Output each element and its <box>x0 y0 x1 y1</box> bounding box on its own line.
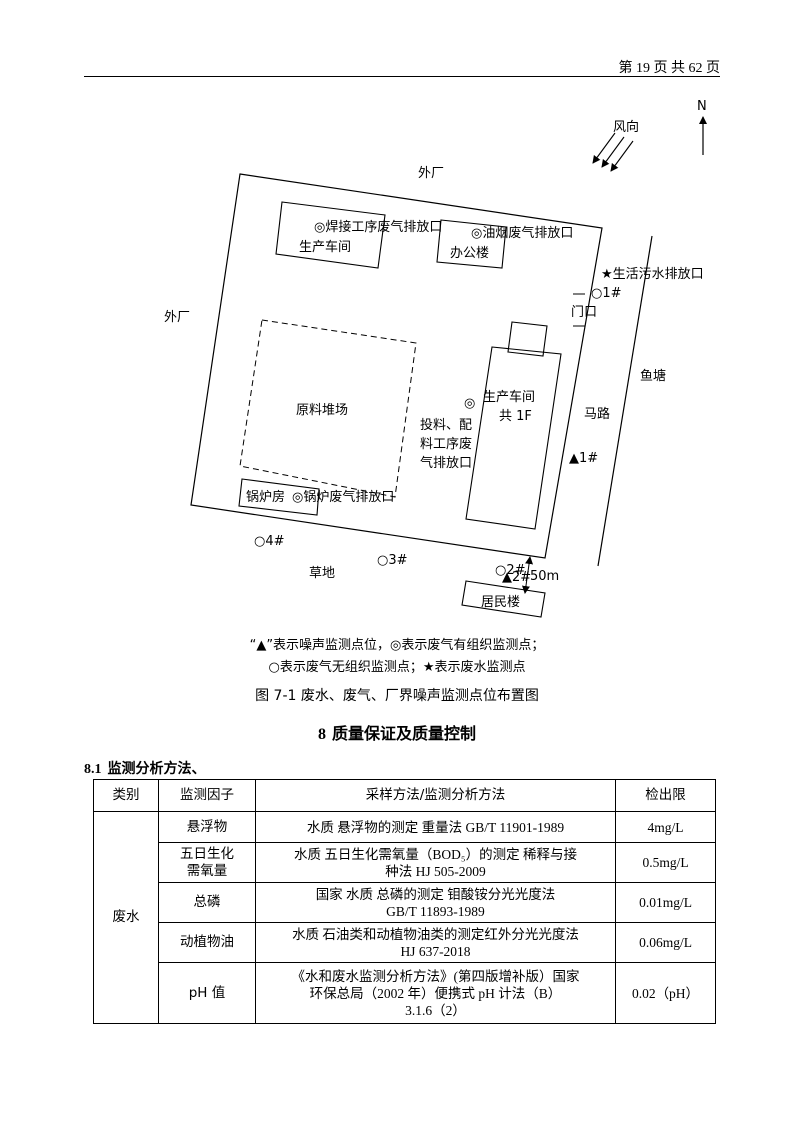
method-line: 种法 HJ 505-2009 <box>385 863 486 879</box>
method-line: 环保总局（2002 年）便携式 pH 计法（B） <box>309 985 562 1001</box>
noise-point-1: ▲1# <box>569 451 598 466</box>
gate-label: 门口 <box>571 305 597 320</box>
header-limit: 检出限 <box>615 779 716 812</box>
distance-label: 50m <box>530 569 559 584</box>
office-building <box>436 219 507 269</box>
table-row: 动植物油 水质 石油类和动植物油类的测定红外分光光度法 HJ 637-2018 … <box>94 922 716 963</box>
table-row: 废水 悬浮物 水质 悬浮物的测定 重量法 GB/T 11901-1989 4mg… <box>93 811 716 1024</box>
analysis-methods-table: 类别 监测因子 采样方法/监测分析方法 检出限 废水 悬浮物 水质 悬浮物的测定… <box>93 779 716 1024</box>
production-workshop-nw-label: 生产车间 <box>299 239 351 255</box>
figure-caption: 图 7-1 废水、废气、厂界噪声监测点位布置图 <box>255 688 539 704</box>
factor-text: 动植物油 <box>180 934 234 950</box>
monitor-point-4-circle: ○4# <box>254 534 285 549</box>
table-header-row: 类别 监测因子 采样方法/监测分析方法 检出限 <box>93 779 716 812</box>
method-line: HJ 637-2018 <box>400 943 471 959</box>
limit-cell: 0.02（pH） <box>615 962 716 1024</box>
feeding-outlet-line-2: 料工序废 <box>420 436 472 452</box>
north-arrow: N <box>697 99 707 155</box>
category-cell: 废水 <box>93 811 159 1024</box>
header-method: 采样方法/监测分析方法 <box>255 779 616 812</box>
section-title-text: 质量保证及质量控制 <box>331 724 476 743</box>
domestic-sewage-outlet-label: ★生活污水排放口 <box>601 267 704 282</box>
limit-cell: 0.06mg/L <box>615 922 716 963</box>
header-category: 类别 <box>93 779 159 812</box>
factor-text: pH 值 <box>188 984 226 1001</box>
monitor-point-1-circle: ○1# <box>591 286 622 301</box>
limit-cell: 4mg/L <box>615 811 716 843</box>
raw-material-yard-label: 原料堆场 <box>296 403 348 418</box>
header-factor: 监测因子 <box>158 779 256 812</box>
page-number-header: 第 19 页 共 62 页 <box>618 61 721 76</box>
limit-cell: 0.5mg/L <box>615 842 716 883</box>
north-label: N <box>697 99 707 114</box>
method-line: 国家 水质 总磷的测定 钼酸铵分光光度法 <box>315 886 556 902</box>
fish-pond-label: 鱼塘 <box>640 368 666 384</box>
method-line: 《水和废水监测分析方法》(第四版增补版）国家 <box>291 968 580 984</box>
outside-factory-top-label: 外厂 <box>418 166 444 181</box>
method-line: 水质 石油类和动植物油类的测定红外分光光度法 <box>292 926 579 942</box>
method-line: 3.1.6（2） <box>405 1002 466 1018</box>
subsection-title: 8.1 监测分析方法、 <box>84 758 206 778</box>
method-cell: 《水和废水监测分析方法》(第四版增补版）国家 环保总局（2002 年）便携式 p… <box>255 962 616 1024</box>
road-label: 马路 <box>584 406 610 422</box>
main-workshop-label: 生产车间 <box>483 389 535 405</box>
welding-outlet-label: ◎焊接工序废气排放口 <box>314 219 442 235</box>
factor-text: 五日生化 <box>180 845 234 862</box>
noise-point-2: ▲2# <box>502 570 531 585</box>
feeding-outlet-marker: ◎ <box>464 396 475 411</box>
method-line: 水质 五日生化需氧量（BOD₅）的测定 稀释与接 <box>294 846 577 862</box>
lampblack-outlet-label: ◎油烟废气排放口 <box>471 225 573 241</box>
grass-label: 草地 <box>309 566 335 581</box>
subsection-title-text: 监测分析方法、 <box>107 761 206 777</box>
residential-building <box>461 580 546 618</box>
residential-label: 居民楼 <box>481 595 520 610</box>
legend-line-2: ○表示废气无组织监测点；★表示废水监测点 <box>268 660 526 675</box>
boiler-outlet-label: ◎锅炉废气排放口 <box>292 489 394 505</box>
workshop-annex <box>507 321 548 357</box>
legend-line-1: “▲”表示噪声监测点位，◎表示废气有组织监测点； <box>249 638 545 653</box>
main-workshop-floors: 共 1F <box>499 409 532 424</box>
boiler-room-label: 锅炉房 <box>246 489 285 505</box>
raw-material-yard <box>239 319 417 498</box>
factor-cell: 动植物油 <box>158 922 256 963</box>
factor-cell: 悬浮物 <box>158 811 256 843</box>
method-cell: 国家 水质 总磷的测定 钼酸铵分光光度法 GB/T 11893-1989 <box>255 882 616 923</box>
factor-cell: 总磷 <box>158 882 256 923</box>
wind-arrows: 风向 <box>592 119 639 172</box>
feeding-outlet-line-3: 气排放口 <box>420 455 472 471</box>
main-production-workshop <box>465 346 562 530</box>
subsection-number: 8.1 <box>84 762 102 777</box>
factor-text: 悬浮物 <box>186 818 228 835</box>
method-cell: 水质 悬浮物的测定 重量法 GB/T 11901-1989 <box>255 811 616 843</box>
factor-text: 需氧量 <box>186 862 228 879</box>
limit-cell: 0.01mg/L <box>615 882 716 923</box>
factor-cell: pH 值 <box>158 962 256 1024</box>
production-workshop-nw <box>275 201 386 269</box>
method-line: GB/T 11893-1989 <box>386 903 485 919</box>
table-row: pH 值 《水和废水监测分析方法》(第四版增补版）国家 环保总局（2002 年）… <box>94 962 716 1024</box>
wind-label: 风向 <box>613 119 639 135</box>
factor-cell: 五日生化 需氧量 <box>158 842 256 883</box>
site-boundary <box>190 173 603 559</box>
feeding-outlet-line-1: 投料、配 <box>420 417 472 433</box>
outside-factory-left-label: 外厂 <box>164 310 190 325</box>
boiler-room <box>238 478 320 516</box>
section-title: 8 质量保证及质量控制 <box>0 720 794 744</box>
method-line: 水质 悬浮物的测定 重量法 GB/T 11901-1989 <box>306 819 565 835</box>
method-cell: 水质 五日生化需氧量（BOD₅）的测定 稀释与接 种法 HJ 505-2009 <box>255 842 616 883</box>
distance-arrow-down <box>521 570 530 594</box>
office-label: 办公楼 <box>450 246 489 261</box>
section-number: 8 <box>317 726 326 743</box>
header-rule <box>84 76 720 77</box>
factor-text: 总磷 <box>193 894 221 910</box>
method-cell: 水质 石油类和动植物油类的测定红外分光光度法 HJ 637-2018 <box>255 922 616 963</box>
monitor-point-2-circle: ○2# <box>495 563 526 578</box>
table-row: 五日生化 需氧量 水质 五日生化需氧量（BOD₅）的测定 稀释与接 种法 HJ … <box>94 842 716 883</box>
road-edge <box>597 235 653 567</box>
monitor-point-3-circle: ○3# <box>377 553 408 568</box>
table-row: 总磷 国家 水质 总磷的测定 钼酸铵分光光度法 GB/T 11893-1989 … <box>94 882 716 923</box>
monitoring-site-map: N 风向 外厂 外厂 生产车间 ◎焊接工序废气排放口 办公楼 ◎油烟废气排放口 … <box>164 99 707 618</box>
